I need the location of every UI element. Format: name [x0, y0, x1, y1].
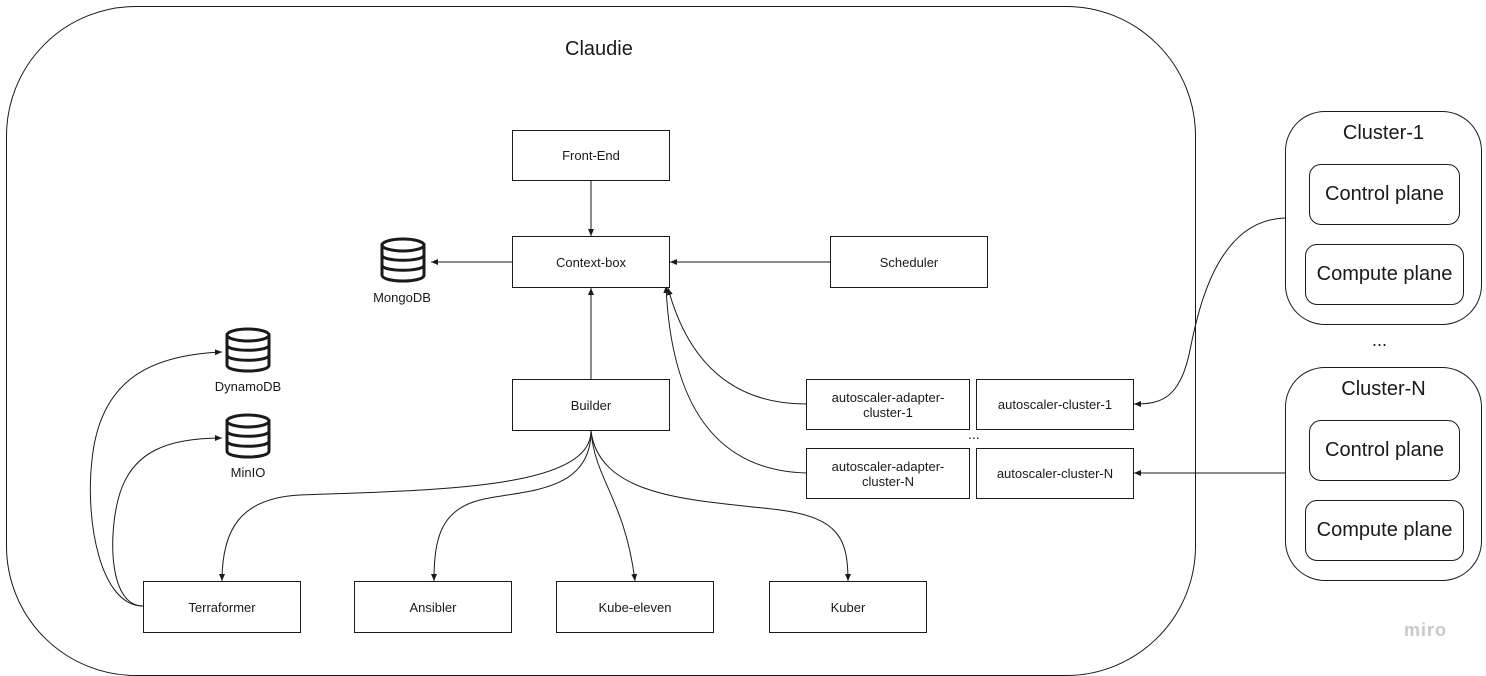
claudie-boundary [6, 6, 1196, 676]
cluster-1-title: Cluster-1 [1342, 122, 1425, 144]
clusters-ellipsis: ... [1372, 330, 1388, 350]
autoscaler-cluster-1-node[interactable]: autoscaler-cluster-1 [976, 379, 1134, 430]
kube-eleven-node[interactable]: Kube-eleven [556, 581, 714, 633]
scheduler-node[interactable]: Scheduler [830, 236, 988, 288]
edge-builder-kuber [590, 430, 851, 582]
terraformer-node[interactable]: Terraformer [143, 581, 301, 633]
cluster-1-group: Cluster-1 Control plane Compute plane [1285, 111, 1482, 325]
context-box-node[interactable]: Context-box [512, 236, 670, 288]
minio-label: MinIO [230, 465, 266, 480]
autoscaler-adapter-cluster-n-node[interactable]: autoscaler-adapter-cluster-N [806, 448, 970, 499]
dynamodb-label: DynamoDB [214, 379, 282, 394]
cluster-n-control-plane[interactable]: Control plane [1309, 420, 1460, 481]
mongodb-database-icon [380, 237, 426, 283]
builder-node[interactable]: Builder [512, 379, 670, 431]
mongodb-label: MongoDB [373, 290, 431, 305]
cluster-n-group: Cluster-N Control plane Compute plane [1285, 367, 1482, 581]
minio-database-icon [225, 413, 271, 459]
kuber-node[interactable]: Kuber [769, 581, 927, 633]
cluster-n-title: Cluster-N [1341, 378, 1426, 400]
edge-adapter1-contextbox [666, 287, 807, 405]
edge-builder-ansibler [431, 430, 592, 582]
cluster-1-control-plane[interactable]: Control plane [1309, 164, 1460, 225]
autoscaler-cluster-n-node[interactable]: autoscaler-cluster-N [976, 448, 1134, 499]
claudie-title: Claudie [565, 38, 633, 60]
edge-builder-kubeeleven [590, 430, 638, 582]
edge-adaptern-contextbox [663, 285, 807, 474]
edge-cluster1-autoscaler1 [1133, 217, 1286, 407]
front-end-node[interactable]: Front-End [512, 130, 670, 181]
miro-watermark: miro [1404, 620, 1448, 640]
ansibler-node[interactable]: Ansibler [354, 581, 512, 633]
cluster-n-compute-plane[interactable]: Compute plane [1305, 500, 1464, 561]
cluster-1-compute-plane[interactable]: Compute plane [1305, 244, 1464, 305]
autoscaler-adapter-cluster-1-node[interactable]: autoscaler-adapter-cluster-1 [806, 379, 970, 430]
edge-builder-terraformer [219, 430, 592, 582]
autoscaler-ellipsis: ... [968, 426, 980, 442]
dynamodb-database-icon [225, 327, 271, 373]
